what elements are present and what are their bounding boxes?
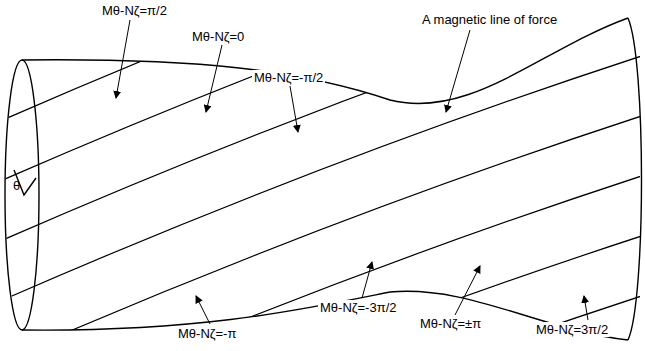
phase-label: Mθ-Nζ=π/2 bbox=[100, 3, 169, 18]
phase-label: Mθ-Nζ=±π bbox=[418, 316, 483, 331]
leader-lines bbox=[116, 20, 588, 324]
phase-label: Mθ-Nζ=-π bbox=[176, 326, 238, 341]
angle-symbol: θ bbox=[13, 178, 20, 193]
phase-label: Mθ-Nζ=3π/2 bbox=[534, 322, 610, 337]
phase-label: Mθ-Nζ=0 bbox=[190, 29, 246, 44]
phase-label: Mθ-Nζ=-3π/2 bbox=[318, 300, 398, 315]
tube-outline bbox=[5, 18, 642, 340]
phase-label: Mθ-Nζ=-π/2 bbox=[252, 70, 325, 85]
field-line-label: A magnetic line of force bbox=[420, 12, 559, 27]
